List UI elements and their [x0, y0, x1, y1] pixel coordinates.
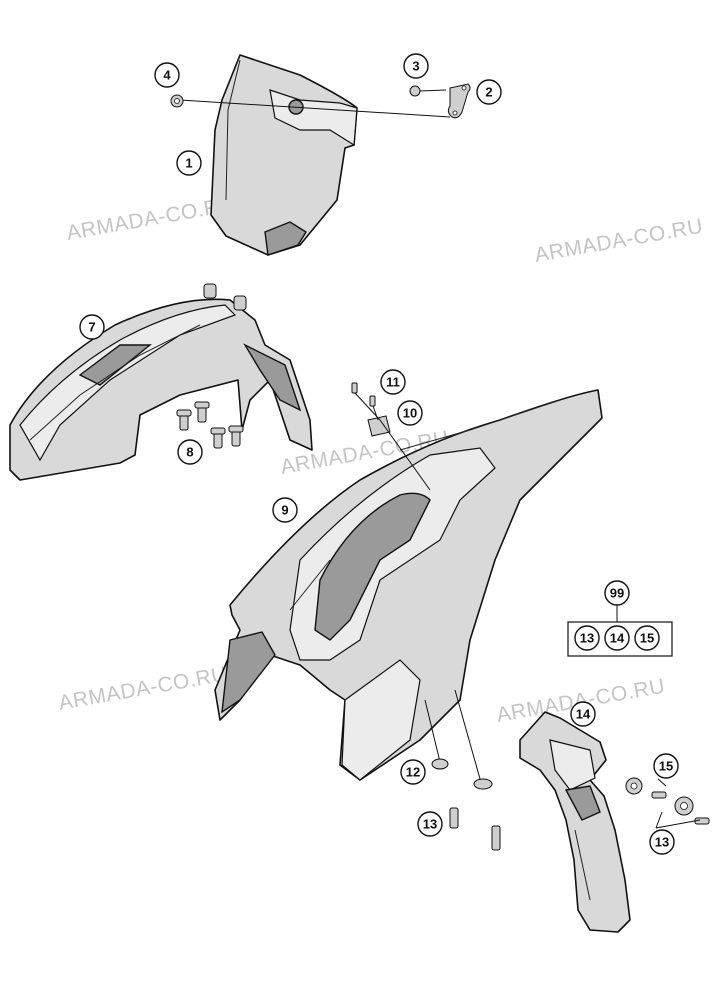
- fasteners-12-13: [424, 689, 501, 851]
- callout-99-label: 99: [610, 586, 624, 601]
- callout-10[interactable]: 10: [397, 400, 423, 426]
- callout-15-label: 15: [659, 759, 673, 774]
- nut-part-4: [170, 94, 451, 118]
- callout-13-left-label: 13: [423, 817, 437, 832]
- callout-1-label: 1: [185, 156, 192, 171]
- callout-13-right-label: 13: [655, 835, 669, 850]
- callout-9-label: 9: [281, 503, 288, 518]
- callout-10-label: 10: [403, 406, 417, 421]
- callout-7-label: 7: [88, 320, 95, 335]
- callout-15[interactable]: 15: [653, 753, 679, 779]
- callout-2[interactable]: 2: [476, 79, 502, 105]
- callout-7[interactable]: 7: [79, 314, 105, 340]
- callout-3-label: 3: [412, 59, 419, 74]
- rear-guard-part[interactable]: [519, 711, 631, 933]
- callout-9[interactable]: 9: [272, 497, 298, 523]
- kit-callout-14[interactable]: 14: [604, 625, 630, 651]
- screws-part-8: [176, 401, 244, 449]
- callout-12-label: 12: [406, 765, 420, 780]
- callout-leaders: [655, 778, 701, 829]
- callout-13-left[interactable]: 13: [417, 811, 443, 837]
- callout-14-label: 14: [576, 707, 591, 722]
- callout-2-label: 2: [485, 85, 492, 100]
- callout-11[interactable]: 11: [380, 369, 406, 395]
- clip-screw-parts: [351, 382, 431, 491]
- callout-13-right[interactable]: 13: [649, 829, 675, 855]
- number-plate-part[interactable]: [210, 54, 358, 256]
- callout-3[interactable]: 3: [403, 53, 429, 79]
- callout-14[interactable]: 14: [570, 701, 596, 727]
- callout-4-label: 4: [163, 68, 171, 83]
- callout-8[interactable]: 8: [177, 439, 203, 465]
- callout-1[interactable]: 1: [176, 150, 202, 176]
- bushings-part-15: [625, 777, 710, 825]
- callout-99[interactable]: 99: [604, 580, 630, 606]
- watermark-4: ARMADA-CO.RU: [57, 663, 229, 715]
- rear-fender-part[interactable]: [214, 389, 603, 781]
- kit-callout-15-label: 15: [640, 631, 654, 646]
- bracket-part-2: [409, 83, 471, 119]
- front-fender-part[interactable]: [9, 283, 313, 481]
- kit-callout-14-label: 14: [610, 631, 625, 646]
- kit-callout-15[interactable]: 15: [634, 625, 660, 651]
- watermark-2: ARMADA-CO.RU: [533, 215, 705, 267]
- callout-8-label: 8: [186, 445, 193, 460]
- kit-callout-13-label: 13: [580, 631, 594, 646]
- callout-12[interactable]: 12: [400, 759, 426, 785]
- callout-11-label: 11: [386, 375, 400, 390]
- callout-4[interactable]: 4: [154, 62, 180, 88]
- kit-callout-13[interactable]: 13: [574, 625, 600, 651]
